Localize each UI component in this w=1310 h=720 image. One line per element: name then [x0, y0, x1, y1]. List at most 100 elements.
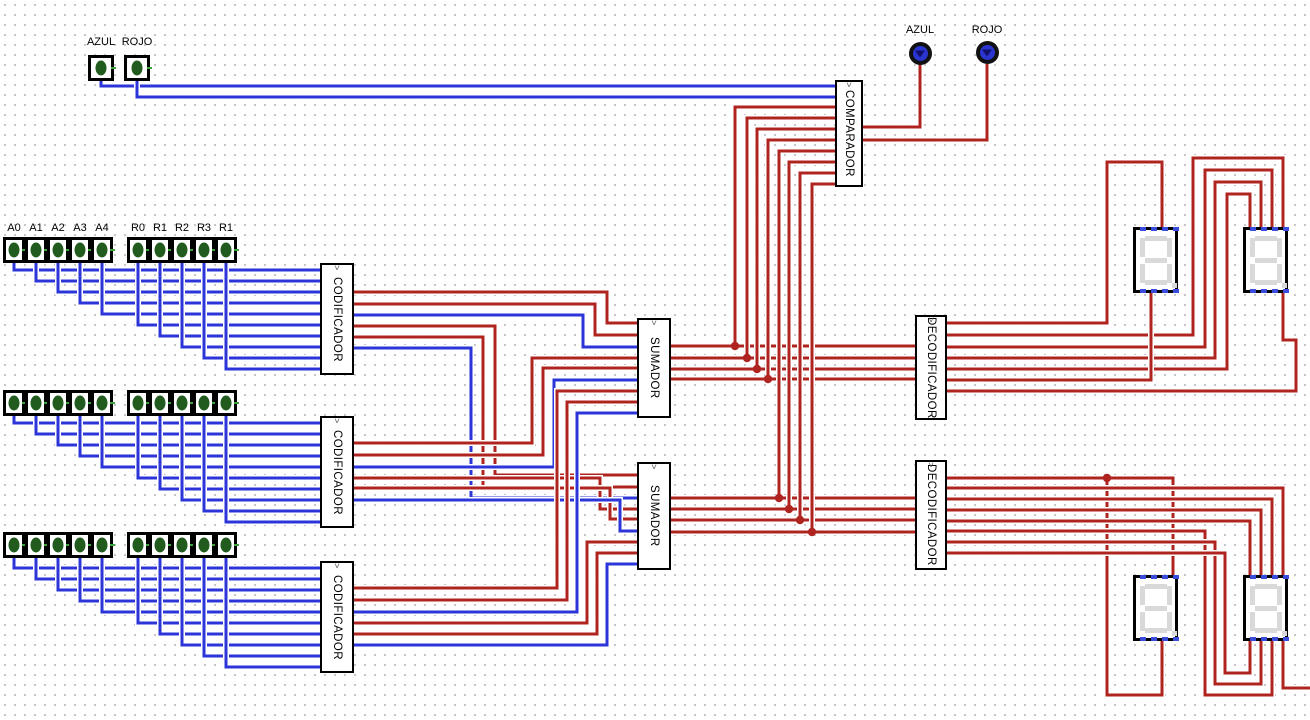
wire[interactable]: [947, 528, 1275, 698]
wire[interactable]: [55, 263, 320, 295]
input-button[interactable]: [171, 390, 195, 416]
wire[interactable]: [765, 137, 835, 379]
input-button[interactable]: [69, 390, 93, 416]
wire[interactable]: [354, 312, 637, 350]
wire[interactable]: [947, 539, 1264, 687]
wire[interactable]: [134, 81, 835, 100]
subcircuit-decodificador[interactable]: >DECODIFICADOR: [915, 315, 947, 420]
input-button[interactable]: [215, 390, 239, 416]
wire[interactable]: [947, 485, 1286, 575]
wire[interactable]: [354, 539, 637, 626]
wire[interactable]: [354, 301, 637, 338]
wire[interactable]: [201, 558, 320, 659]
wire[interactable]: [99, 558, 320, 615]
wire[interactable]: [135, 263, 320, 328]
wire[interactable]: [947, 518, 1253, 575]
input-button[interactable]: [25, 390, 49, 416]
input-button[interactable]: [91, 390, 115, 416]
input-button[interactable]: [193, 390, 217, 416]
wire[interactable]: [179, 263, 320, 350]
wire[interactable]: [135, 558, 320, 626]
wire[interactable]: [354, 550, 637, 637]
wire[interactable]: [786, 159, 835, 509]
wire[interactable]: [223, 416, 320, 525]
wire[interactable]: [947, 179, 1264, 361]
wire[interactable]: [947, 167, 1275, 350]
input-button[interactable]: [47, 532, 71, 558]
wire[interactable]: [157, 416, 320, 492]
wire[interactable]: [732, 104, 835, 346]
wire[interactable]: [354, 355, 637, 446]
input-button-r1[interactable]: [149, 237, 173, 263]
subcircuit-sumador[interactable]: >SUMADOR: [637, 462, 671, 570]
wire[interactable]: [947, 191, 1253, 372]
wire[interactable]: [947, 159, 1165, 326]
wire[interactable]: [11, 263, 320, 273]
wire[interactable]: [776, 148, 835, 498]
wire[interactable]: [223, 263, 320, 372]
input-button[interactable]: [149, 532, 173, 558]
subcircuit-decodificador[interactable]: >DECODIFICADOR: [915, 460, 947, 570]
led-rojo[interactable]: [975, 40, 999, 64]
input-button[interactable]: [215, 532, 239, 558]
wire[interactable]: [354, 388, 637, 591]
wire[interactable]: [744, 115, 835, 358]
wire[interactable]: [201, 416, 320, 514]
input-button-r0[interactable]: [127, 237, 151, 263]
wire[interactable]: [77, 263, 320, 306]
input-button[interactable]: [69, 532, 93, 558]
wire[interactable]: [98, 81, 835, 89]
input-button-azul[interactable]: [88, 55, 116, 81]
wire[interactable]: [354, 485, 637, 522]
seven-segment-display[interactable]: [1133, 575, 1179, 641]
input-button[interactable]: [3, 532, 27, 558]
wire[interactable]: [77, 416, 320, 459]
wire[interactable]: [797, 170, 835, 520]
input-button-a2[interactable]: [47, 237, 71, 263]
input-button[interactable]: [149, 390, 173, 416]
seven-segment-display[interactable]: [1243, 227, 1289, 293]
wire[interactable]: [135, 416, 320, 481]
input-button[interactable]: [25, 532, 49, 558]
input-button-rojo[interactable]: [124, 55, 152, 81]
input-button-r1b[interactable]: [215, 237, 239, 263]
input-button-a0[interactable]: [3, 237, 27, 263]
seven-segment-display[interactable]: [1243, 575, 1289, 641]
subcircuit-codificador[interactable]: >CODIFICADOR: [320, 263, 354, 375]
wire[interactable]: [947, 475, 1176, 575]
wire[interactable]: [201, 263, 320, 361]
wire[interactable]: [809, 181, 835, 532]
subcircuit-codificador[interactable]: >CODIFICADOR: [320, 416, 354, 528]
input-button[interactable]: [171, 532, 195, 558]
input-button[interactable]: [47, 390, 71, 416]
wire[interactable]: [354, 399, 637, 603]
wire[interactable]: [157, 558, 320, 637]
wire[interactable]: [11, 416, 320, 426]
wire[interactable]: [354, 410, 637, 615]
wire[interactable]: [354, 497, 637, 534]
wire[interactable]: [1104, 478, 1165, 698]
wire[interactable]: [99, 263, 320, 317]
input-button-r2[interactable]: [171, 237, 195, 263]
subcircuit-comparador[interactable]: >COMPARADOR: [835, 80, 863, 187]
wire[interactable]: [223, 558, 320, 670]
wire[interactable]: [99, 416, 320, 470]
led-azul[interactable]: [908, 41, 932, 65]
wire[interactable]: [947, 293, 1154, 383]
input-button-r3[interactable]: [193, 237, 217, 263]
wire[interactable]: [947, 507, 1264, 575]
wire[interactable]: [947, 550, 1253, 676]
wire[interactable]: [157, 263, 320, 339]
subcircuit-sumador[interactable]: >SUMADOR: [637, 318, 671, 418]
wire[interactable]: [947, 496, 1275, 575]
wire[interactable]: [947, 155, 1286, 338]
input-button[interactable]: [91, 532, 115, 558]
wire[interactable]: [55, 558, 320, 593]
seven-segment-display[interactable]: [1133, 227, 1179, 293]
wire[interactable]: [179, 416, 320, 503]
input-button[interactable]: [3, 390, 27, 416]
input-button-a4[interactable]: [91, 237, 115, 263]
input-button-a3[interactable]: [69, 237, 93, 263]
wire[interactable]: [354, 289, 637, 326]
